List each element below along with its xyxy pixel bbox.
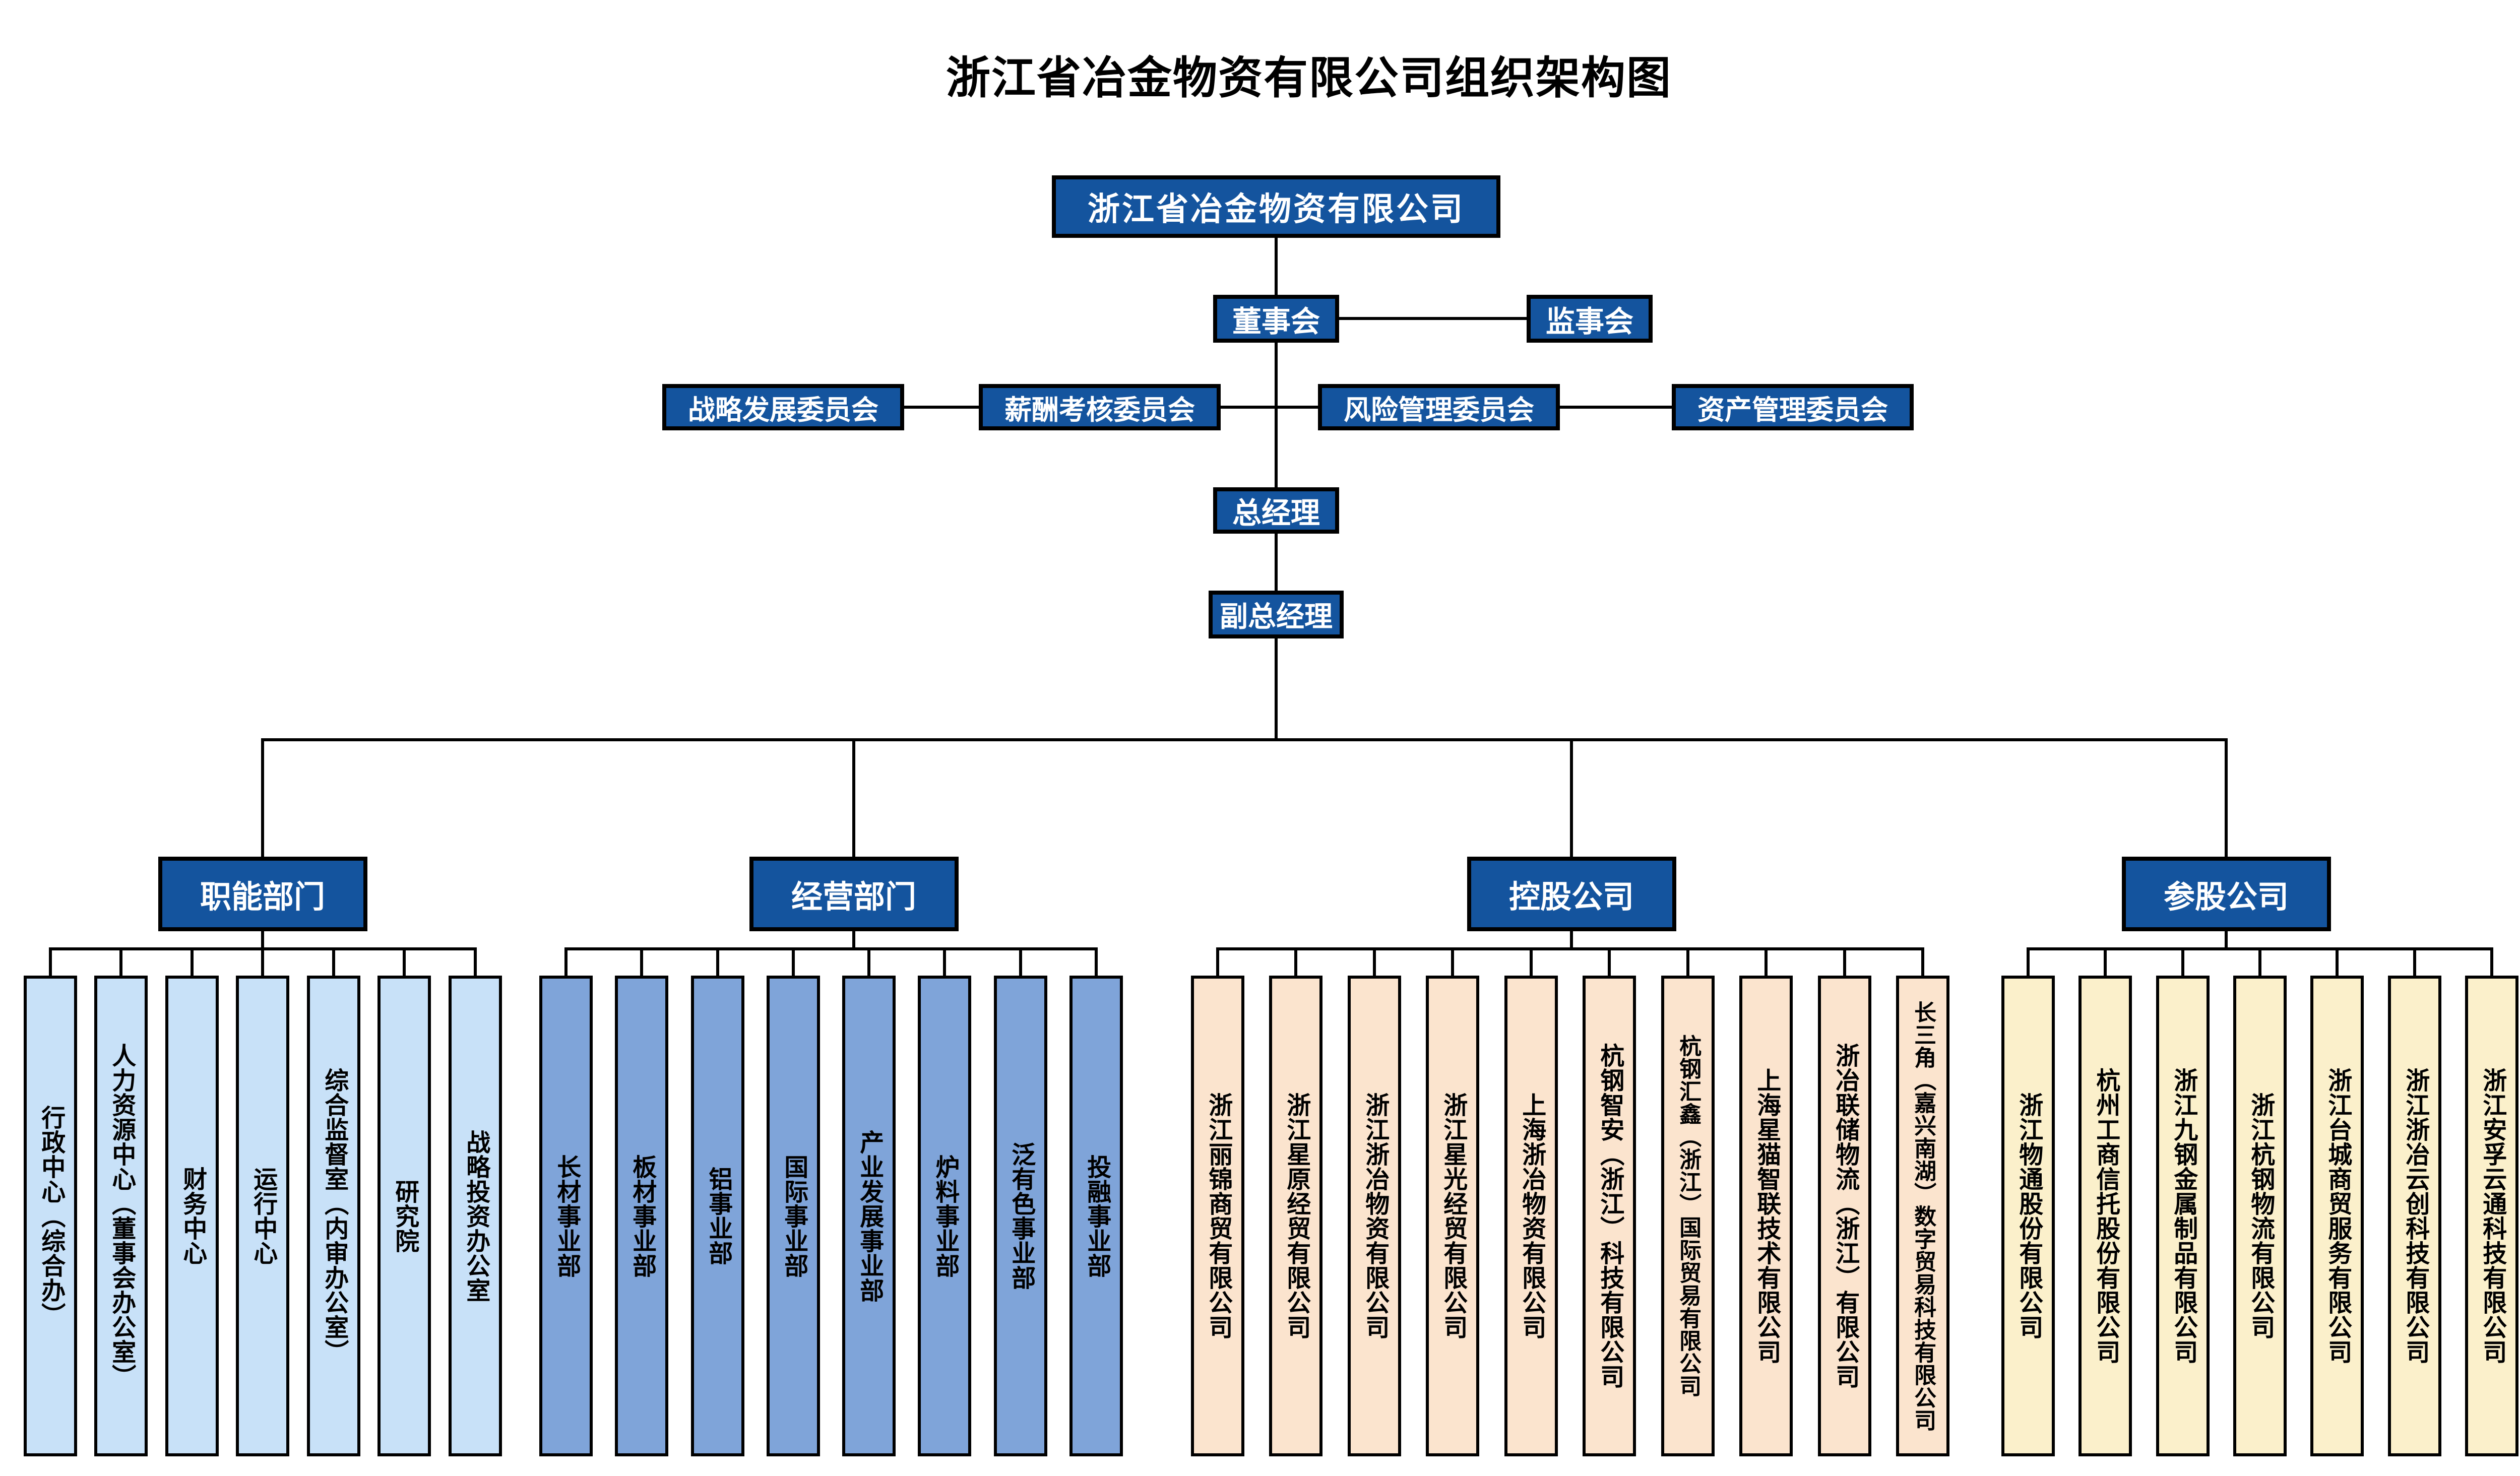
child-stub-line — [1530, 947, 1533, 976]
child-stub-line — [191, 947, 194, 976]
org-child-box: 浙江安孚云通科技有限公司 — [2465, 976, 2518, 1456]
org-child-box: 浙江星光经贸有限公司 — [1426, 976, 1479, 1456]
org-child-box: 国际事业部 — [767, 976, 820, 1456]
child-stub-line — [716, 947, 719, 976]
org-child-box: 铝事业部 — [691, 976, 744, 1456]
child-stub-line — [332, 947, 335, 976]
org-child-box: 板材事业部 — [615, 976, 668, 1456]
org-child-box: 运行中心 — [236, 976, 289, 1456]
org-child-box: 杭钢汇鑫（浙江）国际贸易有限公司 — [1661, 976, 1715, 1456]
org-node-company-root: 浙江省冶金物资有限公司 — [1052, 175, 1500, 238]
org-child-box: 浙江台城商贸服务有限公司 — [2310, 976, 2364, 1456]
org-node-general-manager: 总经理 — [1213, 487, 1339, 534]
org-child-box: 浙冶联储物流（浙江）有限公司 — [1818, 976, 1871, 1456]
child-stub-line — [867, 947, 870, 976]
connector-line — [1275, 638, 1278, 741]
org-child-box: 综合监督室（内审办公室） — [307, 976, 360, 1456]
org-node-deputy-general-manager: 副总经理 — [1209, 591, 1344, 638]
org-child-box: 上海星猫智联技术有限公司 — [1739, 976, 1793, 1456]
child-stub-line — [2104, 947, 2107, 976]
child-stub-line — [2181, 947, 2184, 976]
child-stub-line — [1843, 947, 1846, 976]
child-stub-line — [1608, 947, 1611, 976]
org-node-invested-companies: 参股公司 — [2121, 857, 2331, 931]
child-stub-line — [1686, 947, 1689, 976]
org-child-box: 浙江星原经贸有限公司 — [1269, 976, 1322, 1456]
org-child-box: 行政中心（综合办） — [24, 976, 77, 1456]
org-node-risk-management-committee: 风险管理委员会 — [1318, 384, 1560, 430]
child-stub-line — [640, 947, 643, 976]
child-stub-line — [2258, 947, 2261, 976]
child-stub-line — [792, 947, 795, 976]
org-child-box: 人力资源中心（董事会办公室） — [94, 976, 148, 1456]
connector-line — [1221, 406, 1318, 409]
org-child-box: 长三角（嘉兴南湖）数字贸易科技有限公司 — [1896, 976, 1949, 1456]
org-child-box: 浙江浙冶云创科技有限公司 — [2388, 976, 2441, 1456]
child-stub-line — [1451, 947, 1454, 976]
child-stub-line — [1095, 947, 1098, 976]
child-stub-line — [1765, 947, 1768, 976]
org-child-box: 浙江九钢金属制品有限公司 — [2156, 976, 2210, 1456]
child-stub-line — [2027, 947, 2030, 976]
page-title: 浙江省冶金物资有限公司组织架构图 — [946, 53, 1672, 103]
child-stub-line — [1373, 947, 1376, 976]
org-node-holding-companies: 控股公司 — [1467, 857, 1676, 931]
org-node-board-of-directors: 董事会 — [1213, 295, 1339, 343]
org-node-compensation-assessment-committee: 薪酬考核委员会 — [979, 384, 1221, 430]
children-bus-line — [1216, 947, 1924, 950]
child-stub-line — [2413, 947, 2416, 976]
children-bus-line — [564, 947, 1098, 950]
org-node-functional-departments: 职能部门 — [158, 857, 367, 931]
child-stub-line — [564, 947, 568, 976]
connector-line — [1339, 317, 1527, 320]
connector-line — [1560, 406, 1672, 409]
branch-drop-line — [2225, 738, 2228, 857]
child-stub-line — [474, 947, 477, 976]
org-child-box: 杭钢智安（浙江）科技有限公司 — [1583, 976, 1636, 1456]
org-node-strategy-development-committee: 战略发展委员会 — [662, 384, 904, 430]
org-child-box: 浙江物通股份有限公司 — [2001, 976, 2055, 1456]
org-child-box: 浙江浙冶物资有限公司 — [1348, 976, 1401, 1456]
org-child-box: 浙江丽锦商贸有限公司 — [1191, 976, 1244, 1456]
org-child-box: 研究院 — [377, 976, 431, 1456]
main-bus-line — [261, 738, 2228, 741]
org-child-box: 上海浙冶物资有限公司 — [1504, 976, 1558, 1456]
org-child-box: 长材事业部 — [539, 976, 593, 1456]
connector-line — [1275, 238, 1278, 295]
branch-drop-line — [261, 929, 264, 950]
org-child-box: 炉料事业部 — [918, 976, 971, 1456]
org-node-operating-departments: 经营部门 — [749, 857, 959, 931]
org-child-box: 泛有色事业部 — [994, 976, 1047, 1456]
child-stub-line — [261, 947, 264, 976]
branch-drop-line — [852, 738, 855, 857]
org-child-box: 杭州工商信托股份有限公司 — [2078, 976, 2132, 1456]
branch-drop-line — [261, 738, 264, 857]
child-stub-line — [943, 947, 946, 976]
child-stub-line — [119, 947, 122, 976]
child-stub-line — [1294, 947, 1297, 976]
child-stub-line — [49, 947, 52, 976]
org-child-box: 财务中心 — [165, 976, 219, 1456]
child-stub-line — [1019, 947, 1022, 976]
connector-line — [1275, 343, 1278, 487]
org-child-box: 投融事业部 — [1069, 976, 1123, 1456]
org-child-box: 产业发展事业部 — [842, 976, 896, 1456]
org-child-box: 战略投资办公室 — [449, 976, 502, 1456]
branch-drop-line — [852, 929, 855, 950]
branch-drop-line — [1570, 929, 1573, 950]
connector-line — [1275, 534, 1278, 591]
child-stub-line — [1921, 947, 1924, 976]
child-stub-line — [2490, 947, 2493, 976]
child-stub-line — [2336, 947, 2339, 976]
org-node-supervisory-board: 监事会 — [1527, 295, 1653, 343]
child-stub-line — [403, 947, 406, 976]
child-stub-line — [1216, 947, 1219, 976]
org-child-box: 浙江杭钢物流有限公司 — [2233, 976, 2287, 1456]
branch-drop-line — [1570, 738, 1573, 857]
org-node-asset-management-committee: 资产管理委员会 — [1672, 384, 1914, 430]
connector-line — [904, 406, 979, 409]
branch-drop-line — [2225, 929, 2228, 950]
